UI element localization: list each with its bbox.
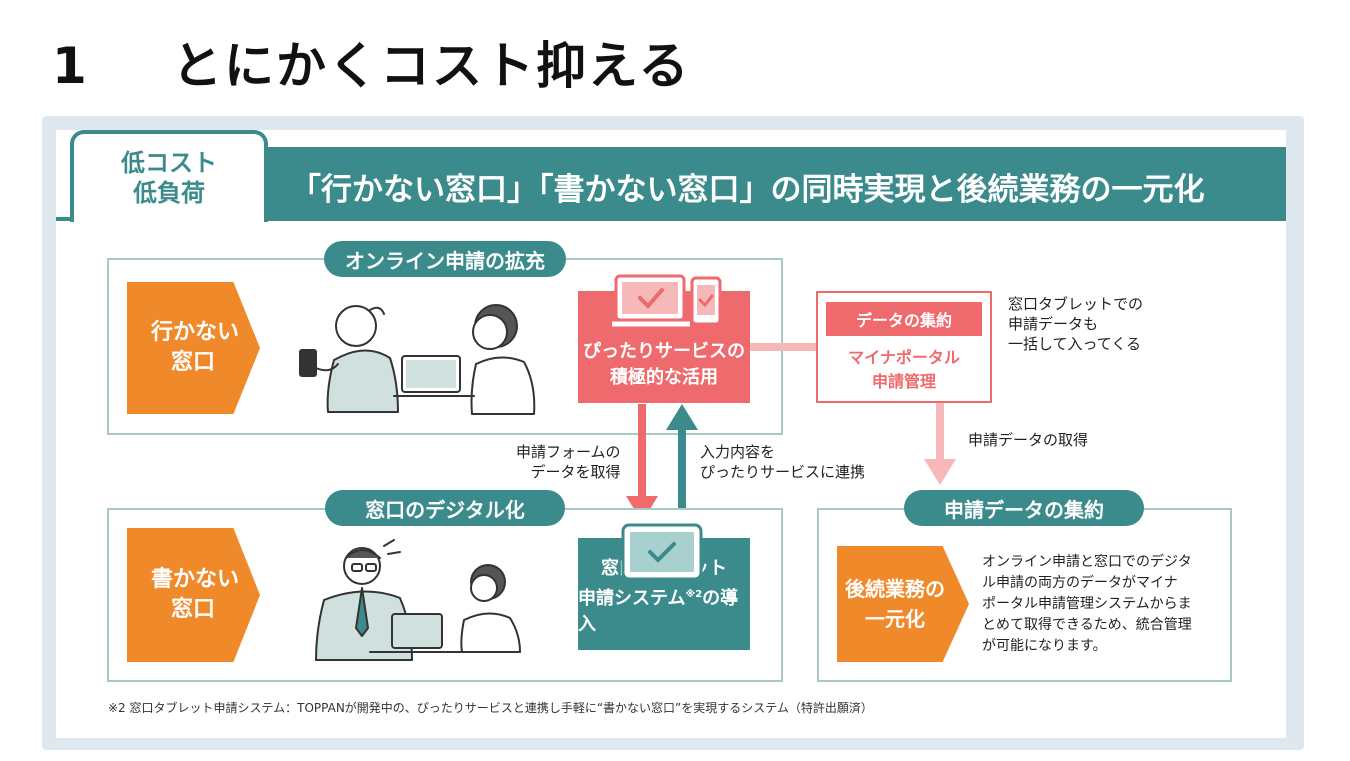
- slide-title-text: とにかくコスト抑える: [172, 37, 691, 95]
- check-icon: [638, 288, 664, 309]
- tablet-icon: [621, 523, 703, 581]
- integration-chevron-line-2: 一元化: [865, 607, 925, 631]
- online-users-illustration: [299, 304, 536, 415]
- down-arrow-label: 申請フォームの データを取得: [516, 443, 621, 481]
- fetch-arrow-label: 申請データの取得: [968, 431, 1089, 449]
- slide-title: 1 とにかくコスト抑える: [52, 26, 691, 98]
- tab-line-1: 低コスト: [121, 149, 217, 177]
- madoguchi-chevron-line-2: 窓口: [171, 597, 216, 622]
- counter-staff-illustration: [315, 539, 521, 661]
- slide-number: 1: [52, 37, 89, 95]
- integration-section-pill: 申請データの集約: [904, 490, 1144, 526]
- integration-chevron: 後続業務の 一元化: [837, 546, 969, 662]
- online-section-pill: オンライン申請の拡充: [324, 241, 566, 277]
- connector-line: [750, 343, 818, 351]
- integration-description: オンライン申請と窓口でのデジタ ル申請の両方のデータがマイナ ポータル申請管理シ…: [982, 554, 1192, 654]
- online-chevron-line-1: 行かない: [151, 320, 240, 345]
- fetch-arrow: [924, 403, 956, 485]
- aggregation-line-1: マイナポータル: [848, 348, 960, 367]
- service-box-line-1: ぴったりサービスの: [583, 341, 745, 362]
- header-underline: [56, 217, 1286, 221]
- check-icon: [648, 542, 676, 563]
- aggregation-text: マイナポータル 申請管理: [816, 346, 992, 394]
- aggregation-note: 窓口タブレットでの 申請データも 一括して入ってくる: [1008, 295, 1144, 353]
- up-arrow-label: 入力内容を ぴったりサービスに連携: [700, 443, 866, 481]
- category-tab: 低コスト 低負荷: [70, 130, 268, 222]
- up-arrow-head: [666, 404, 698, 430]
- aggregation-badge: データの集約: [826, 302, 982, 336]
- service-box-line-2: 積極的な活用: [610, 367, 718, 388]
- madoguchi-chevron: 書かない 窓口: [127, 528, 260, 662]
- integration-chevron-line-1: 後続業務の: [845, 577, 945, 601]
- madoguchi-section-pill: 窓口のデジタル化: [325, 490, 565, 526]
- header-title: 「行かない窓口」「書かない窓口」の同時実現と後続業務の一元化: [290, 172, 1205, 208]
- online-chevron: 行かない 窓口: [127, 282, 260, 414]
- tablet-box-line-2: 申請システム※2の導入: [578, 588, 739, 635]
- footnote: ※2 窓口タブレット申請システム：TOPPANが開発中の、ぴったりサービスと連携…: [108, 701, 873, 715]
- aggregation-line-2: 申請管理: [871, 372, 936, 391]
- laptop-icon: [612, 274, 722, 327]
- tab-line-2: 低負荷: [133, 179, 205, 207]
- header-bar: [268, 147, 1286, 217]
- online-chevron-line-2: 窓口: [171, 350, 216, 375]
- madoguchi-chevron-line-1: 書かない: [151, 567, 240, 592]
